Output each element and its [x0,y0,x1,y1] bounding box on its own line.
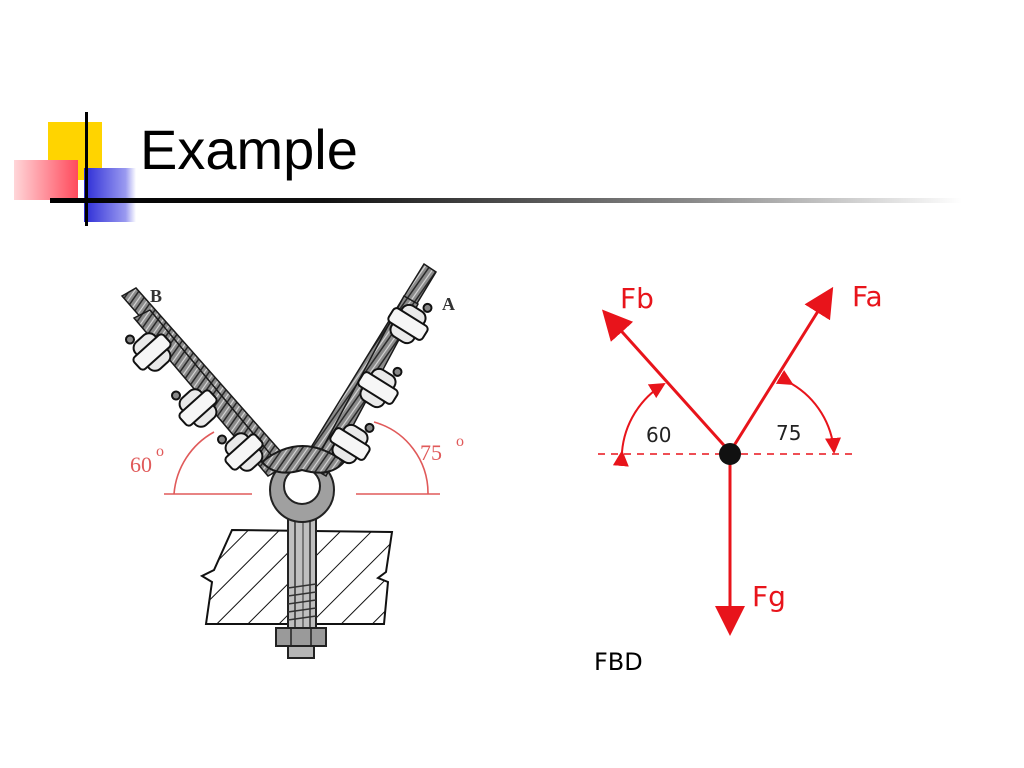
title-deco-blue-block [84,168,136,222]
title-underline [50,198,962,203]
fbd-label-fa: Fa [852,280,883,313]
label-a: A [442,294,455,314]
illustration-degree-left: o [156,443,164,460]
rope-clamps-b [124,332,264,472]
rope-loop [260,445,346,474]
slide-title: Example [140,118,358,181]
illustration-degree-right: o [456,433,464,450]
title-deco-red-block [14,160,78,200]
title-deco-vertical-line [85,112,88,226]
rope-clamps-a [329,302,433,465]
fbd-angle-right-value: 75 [776,421,801,445]
rope-a [300,262,438,478]
illustration-angle-left: 60 [130,452,152,477]
fbd-angle-arc-right [775,369,841,454]
fbd-caption: FBD [594,648,643,676]
free-body-diagram: Fb Fa Fg 60 75 FBD [594,280,883,676]
fbd-vector-fb [601,309,732,454]
illustration-angle-marks [164,421,440,495]
rope-b [120,287,292,477]
label-b: B [150,286,162,306]
bolt-eye [269,457,335,523]
fbd-body-point [719,443,741,465]
fbd-angle-arc-left [612,382,666,467]
fbd-angle-left-value: 60 [646,423,671,447]
eye-bolt-illustration: B A 60 o 75 o [120,262,464,659]
illustration-angle-right: 75 [420,440,442,465]
fbd-label-fg: Fg [752,580,786,613]
fbd-label-fb: Fb [620,282,654,315]
